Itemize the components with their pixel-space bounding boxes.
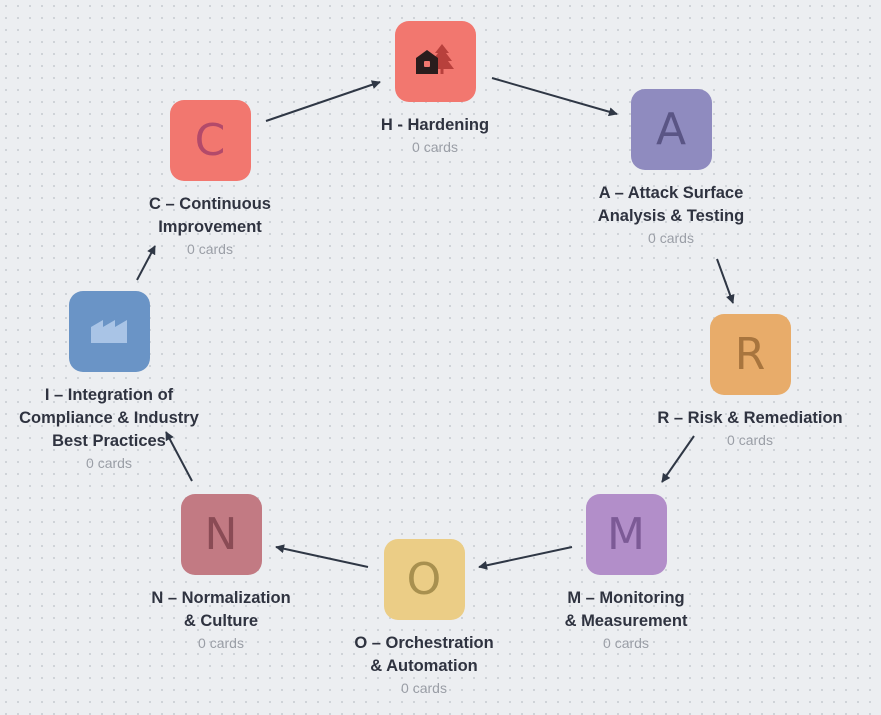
node-attack-surface[interactable]: A A – Attack Surface Analysis & Testing … (571, 89, 771, 246)
node-title-continuous-improvement: C – Continuous Improvement (149, 195, 271, 236)
letter-n: N (204, 508, 238, 560)
tile-monitoring[interactable]: M (585, 494, 667, 575)
tile-orchestration[interactable]: O (383, 539, 465, 620)
tile-integration[interactable] (68, 291, 150, 372)
letter-a: A (655, 103, 687, 155)
letter-r: R (734, 328, 766, 380)
node-title-hardening: H - Hardening (380, 116, 490, 134)
letter-m: M (607, 508, 645, 560)
tile-risk-remediation[interactable]: R (709, 314, 791, 395)
card-count-continuous-improvement: 0 cards (187, 241, 233, 257)
node-title-monitoring: M – Monitoring & Measurement (564, 589, 688, 630)
node-title-normalization: N – Normalization & Culture (151, 589, 291, 630)
node-title-integration: I – Integration of Compliance & Industry… (19, 386, 199, 450)
card-count-monitoring: 0 cards (603, 635, 649, 651)
factory-icon (90, 313, 128, 350)
node-continuous-improvement[interactable]: C C – Continuous Improvement 0 cards (110, 100, 310, 257)
node-orchestration[interactable]: O O – Orchestration & Automation 0 cards (324, 539, 524, 696)
card-count-integration: 0 cards (86, 455, 132, 471)
node-hardening[interactable]: H - Hardening 0 cards (335, 21, 535, 155)
letter-c: C (194, 114, 226, 166)
node-title-risk-remediation: R – Risk & Remediation (657, 409, 843, 427)
node-integration[interactable]: I – Integration of Compliance & Industry… (4, 291, 214, 471)
node-monitoring[interactable]: M M – Monitoring & Measurement 0 cards (526, 494, 726, 651)
tile-normalization[interactable]: N (180, 494, 262, 575)
letter-o: O (406, 553, 442, 605)
house-trees-icon (415, 42, 455, 81)
node-normalization[interactable]: N N – Normalization & Culture 0 cards (121, 494, 321, 651)
node-title-attack-surface: A – Attack Surface Analysis & Testing (597, 184, 745, 225)
edge-arrow-a-to-r (716, 258, 735, 304)
tile-hardening[interactable] (394, 21, 476, 102)
tile-attack-surface[interactable]: A (630, 89, 712, 170)
card-count-orchestration: 0 cards (401, 680, 447, 696)
node-title-orchestration: O – Orchestration & Automation (354, 634, 494, 675)
node-risk-remediation[interactable]: R R – Risk & Remediation 0 cards (645, 314, 855, 448)
card-count-risk-remediation: 0 cards (727, 432, 773, 448)
tile-continuous-improvement[interactable]: C (169, 100, 251, 181)
card-count-attack-surface: 0 cards (648, 230, 694, 246)
card-count-normalization: 0 cards (198, 635, 244, 651)
card-count-hardening: 0 cards (412, 139, 458, 155)
